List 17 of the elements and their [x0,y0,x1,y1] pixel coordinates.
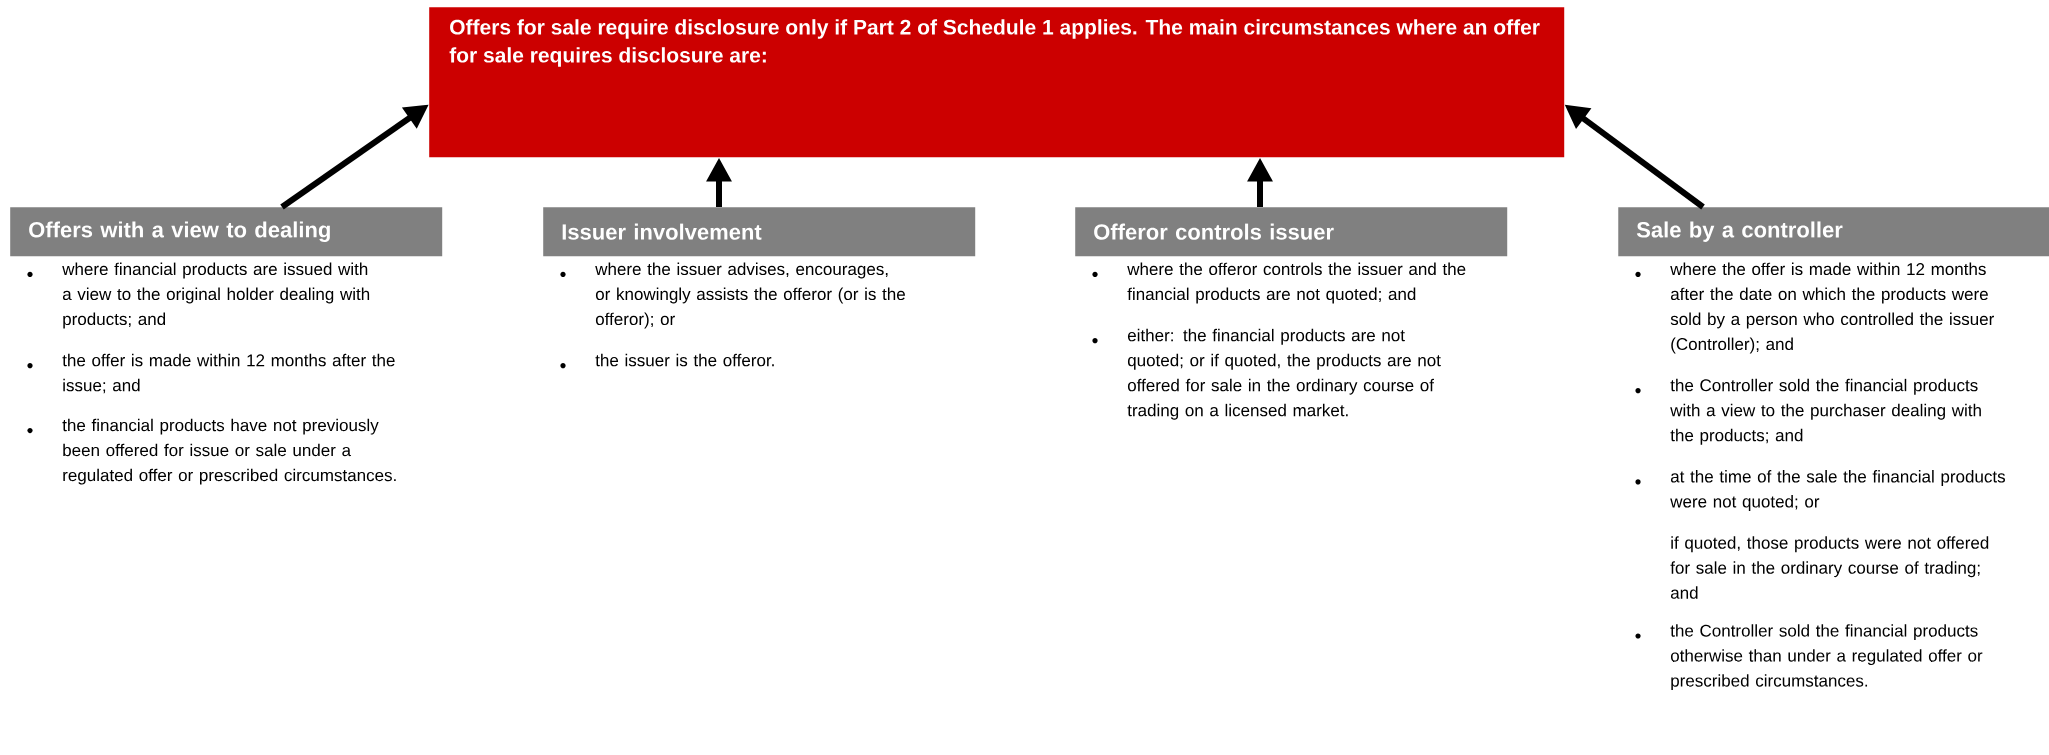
heading-box: Issuer involvement [543,207,976,257]
title-box: Offers for sale require disclosure only if Part 2 of Schedule 1 applies. The main circumstances where an offer for sale requires disclosure are: [429,7,1565,158]
bullet-text: where financial products are issued with a view to the original holder dealing with products; and [27,262,370,329]
bullet-text: the Controller sold the financial products with a view to the purchaser dealing with the products; and [1635,378,1981,445]
bullet-text: where the offeror controls the issuer and the financial products are not quoted; and [1092,262,1466,304]
heading-box: Offers with a view to dealing [10,207,443,257]
bullet-text: where the offer is made within 12 months after the date on which the products were sold by a person who controlled the issuer (Controller); and [1635,262,1994,354]
bullet-text: the issuer is the offeror. [560,353,774,369]
bullet-text: the offer is made within 12 months after the issue; and [27,353,395,394]
bullet-text: where the issuer advises, encourages, or knowingly assists the offeror (or is the offeror); or [560,262,905,329]
bullet-text: either: the financial products are not quoted; or if quoted, the products are not offered for sale in the ordinary course of trading on a licensed market. [1092,328,1441,420]
heading-box: Offeror controls issuer [1075,207,1508,257]
bullet-text: the Controller sold the financial products otherwise than under a regulated offer or prescribed circumstances. [1635,624,1983,691]
bullet-text: if quoted, those products were not offered for sale in the ordinary course of trading; and [1670,536,1989,599]
bullet-text: the financial products have not previously been offered for issue or sale under a regulated offer or prescribed circumstances. [27,418,396,485]
bullet-text: at the time of the sale the financial products were not quoted; or [1635,470,2005,511]
heading-box: Sale by a controller [1618,207,2049,257]
